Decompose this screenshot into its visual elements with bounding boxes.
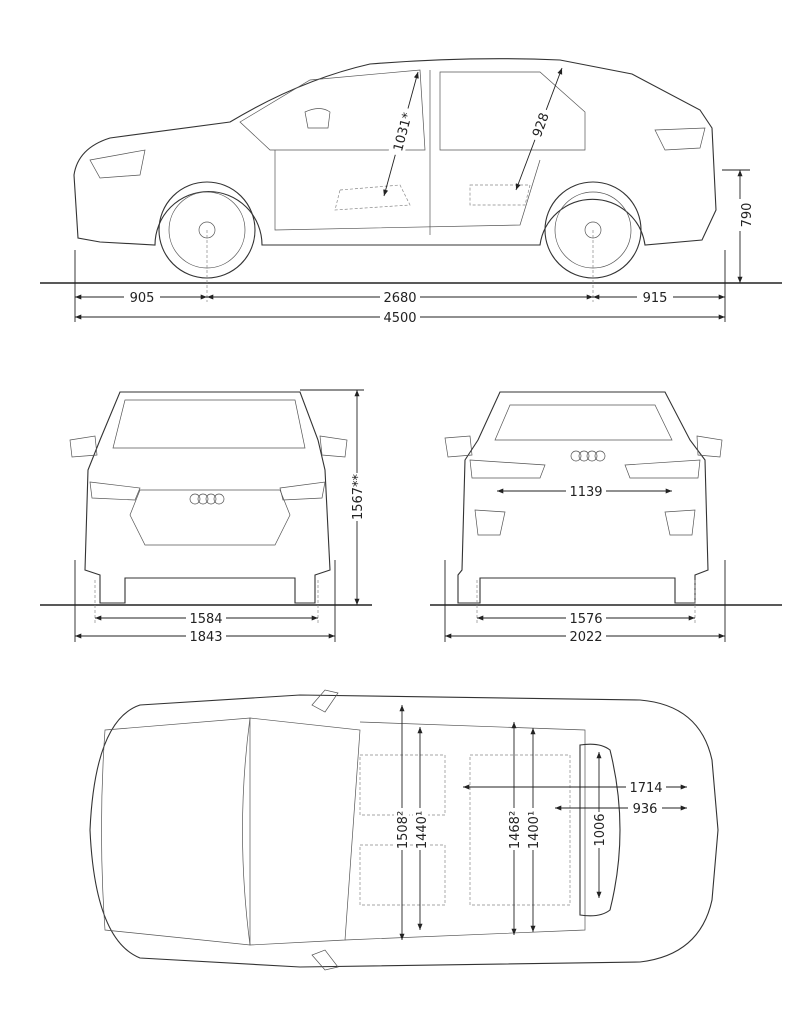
front-overhang-label: 905 — [130, 291, 155, 306]
rear-window — [579, 743, 621, 917]
front-view: 1567** 1584 1843 — [40, 389, 372, 645]
wheelbase-label: 2680 — [383, 291, 416, 306]
length-label: 4500 — [383, 311, 416, 326]
roof — [344, 721, 586, 941]
height-label: 1567** — [351, 473, 366, 520]
taillights — [469, 459, 701, 479]
rear-elbow-label: 1400¹ — [527, 811, 542, 849]
grille — [129, 489, 291, 546]
tailgate-width-label: 1139 — [569, 485, 602, 500]
trunk-length-label: 936 — [633, 802, 658, 817]
sill-height-label: 790 — [740, 203, 755, 228]
rings-logo — [189, 493, 225, 505]
top-view: 1508² 1440¹ 1468² 1400¹ 1006 1714 936 — [89, 689, 719, 971]
rear-headroom-label: 928 — [530, 111, 553, 139]
door-lines — [274, 150, 541, 231]
trunk-length-folded-label: 1714 — [629, 781, 662, 796]
mirror — [304, 108, 331, 129]
front-body-outline — [84, 391, 331, 604]
side-body-outline — [73, 58, 717, 246]
mirrors — [69, 435, 348, 458]
width-mirrors-label: 2022 — [569, 630, 602, 645]
trunk-width-label: 1006 — [593, 813, 608, 846]
windshield — [112, 399, 306, 449]
front-track-label: 1584 — [189, 612, 222, 627]
mirrors — [444, 435, 723, 458]
rear-window — [439, 71, 586, 151]
front-shoulder-label: 1508² — [396, 811, 411, 849]
rear-shoulder-label: 1468² — [508, 811, 523, 849]
front-elbow-label: 1440¹ — [415, 811, 430, 849]
rear-window — [494, 404, 673, 441]
exhaust-trims — [474, 509, 696, 536]
headlight — [89, 149, 146, 179]
rear-overhang-label: 915 — [643, 291, 668, 306]
taillight — [654, 127, 706, 151]
seats-dashed — [334, 184, 531, 211]
front-window — [239, 69, 426, 151]
mirrors — [311, 689, 339, 971]
windshield — [242, 717, 361, 946]
front-headroom-label: 1031* — [391, 111, 416, 154]
headlights — [89, 481, 326, 501]
width-label: 1843 — [189, 630, 222, 645]
rings-logo — [570, 450, 606, 462]
side-view: 905 2680 915 4500 790 1031* 928 — [40, 58, 782, 326]
hood — [101, 717, 251, 946]
rear-track-label: 1576 — [569, 612, 602, 627]
top-body-outline — [89, 694, 719, 968]
rear-body-outline — [457, 391, 709, 604]
rear-view: 1139 1576 2022 — [430, 391, 782, 645]
